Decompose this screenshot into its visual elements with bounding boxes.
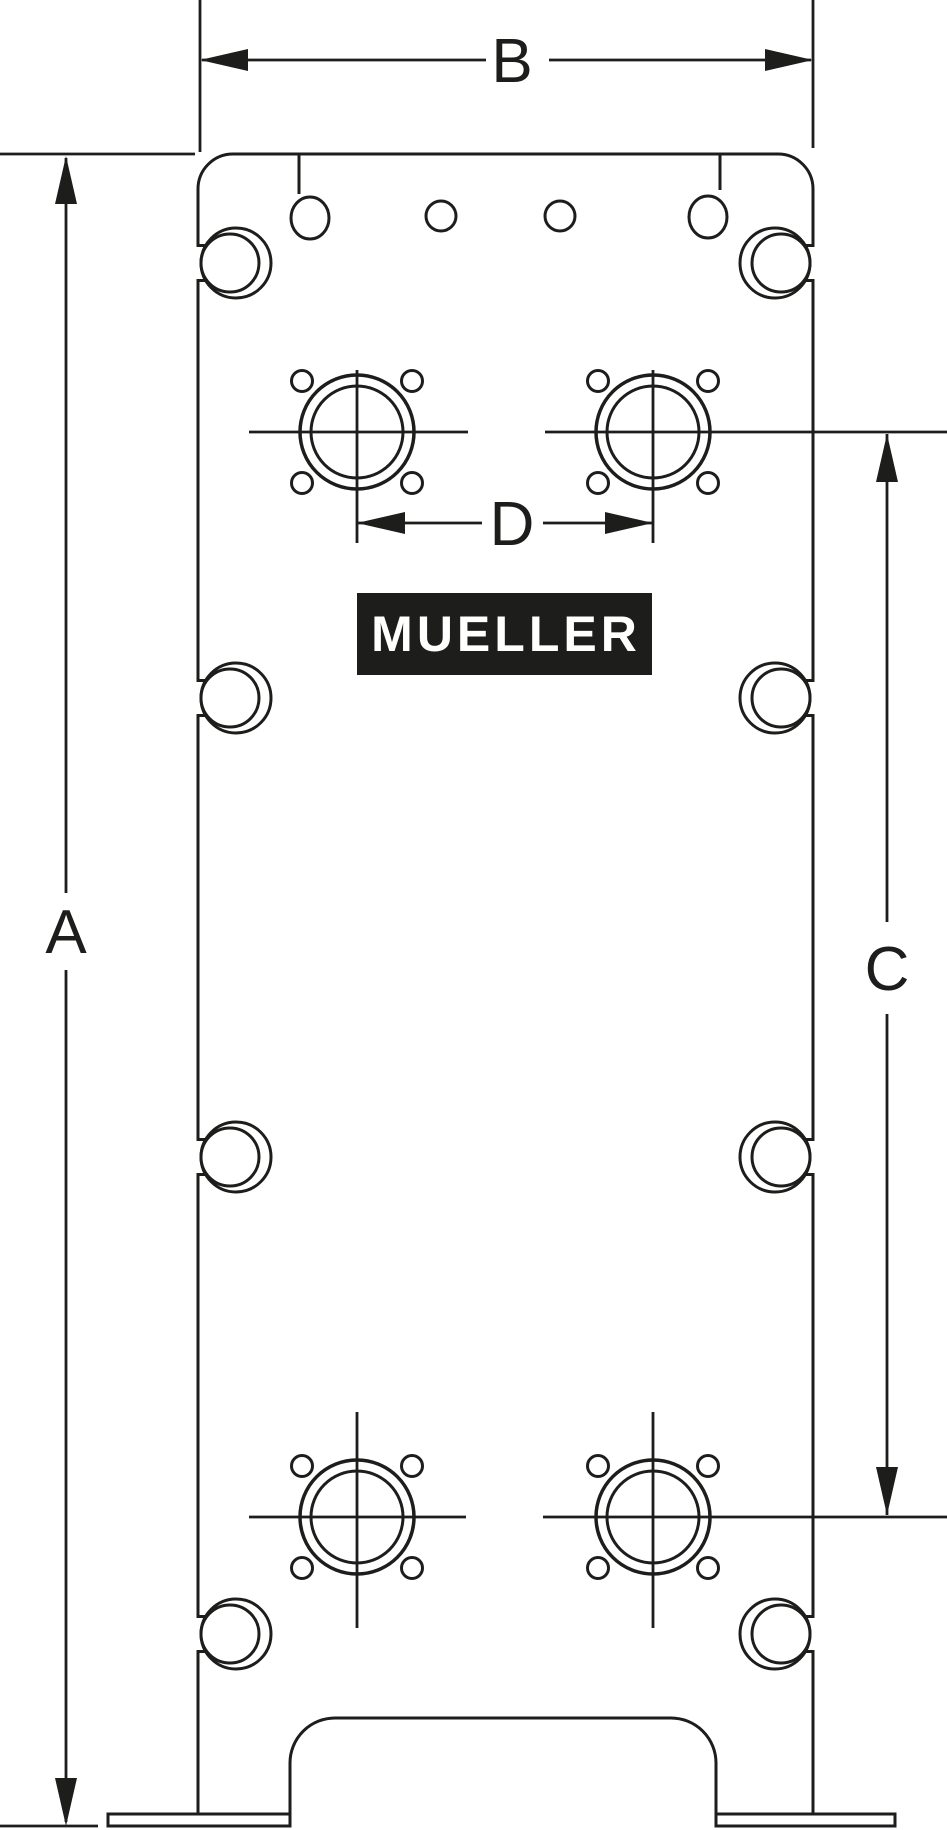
side-guide-circles xyxy=(199,226,812,1671)
datum-lines xyxy=(0,0,815,1828)
dim-label-a: A xyxy=(45,898,87,967)
logo: MUELLER xyxy=(357,593,652,675)
port-bolt-hole xyxy=(400,471,424,495)
port-bolt-hole xyxy=(696,1556,720,1580)
dimension-b: B xyxy=(200,27,813,96)
foot-plate-right xyxy=(714,1812,897,1828)
guide-circle-inner xyxy=(199,1126,261,1188)
top-small-hole-right xyxy=(543,199,577,233)
logo-text: MUELLER xyxy=(371,606,641,662)
guide-circle-inner xyxy=(750,232,812,294)
arrowhead-down-icon xyxy=(55,1778,77,1826)
dimension-d: D xyxy=(357,490,653,559)
port-bolt-hole xyxy=(586,1556,610,1580)
logo-plate xyxy=(357,593,652,675)
dim-label-c: C xyxy=(865,935,910,1004)
guide-circle-inner xyxy=(199,232,261,294)
port-bolt-hole xyxy=(696,1454,720,1478)
guide-circle-inner xyxy=(750,667,812,729)
arrowhead-up-icon xyxy=(55,156,77,204)
foot-plate-left xyxy=(106,1812,292,1828)
base-feet xyxy=(106,1812,897,1828)
port-bolt-hole xyxy=(586,369,610,393)
guide-circle-inner xyxy=(199,667,261,729)
dimension-c: C xyxy=(865,434,910,1515)
guide-circle-inner xyxy=(750,1126,812,1188)
dim-label-d: D xyxy=(490,490,535,559)
port-bolt-hole xyxy=(290,1556,314,1580)
top-holes xyxy=(289,154,729,241)
arrowhead-left-icon xyxy=(200,49,248,71)
hanger-hole-right xyxy=(687,194,729,240)
port-bolt-hole xyxy=(586,1454,610,1478)
top-small-hole-left xyxy=(424,199,458,233)
arrowhead-left-icon xyxy=(357,512,405,534)
plate-outline xyxy=(196,152,815,1816)
hanger-hole-left xyxy=(289,195,331,241)
port-bolt-hole xyxy=(290,471,314,495)
arrowhead-down-icon xyxy=(876,1467,898,1515)
port-bolt-hole xyxy=(290,1454,314,1478)
arrowhead-right-icon xyxy=(605,512,653,534)
dimension-a: A xyxy=(45,156,87,1826)
port-bolt-hole xyxy=(696,369,720,393)
port-bolt-hole xyxy=(400,1454,424,1478)
guide-circle-inner xyxy=(750,1603,812,1665)
arrowhead-up-icon xyxy=(876,434,898,482)
port-bolt-hole xyxy=(400,369,424,393)
arrowhead-right-icon xyxy=(765,49,813,71)
dim-label-b: B xyxy=(491,27,532,96)
port-bolt-hole xyxy=(400,1556,424,1580)
guide-circle-inner xyxy=(199,1603,261,1665)
port-bolt-hole xyxy=(696,471,720,495)
port-centerlines xyxy=(249,370,947,1628)
port-bolt-hole xyxy=(586,471,610,495)
port-bolt-hole xyxy=(290,369,314,393)
